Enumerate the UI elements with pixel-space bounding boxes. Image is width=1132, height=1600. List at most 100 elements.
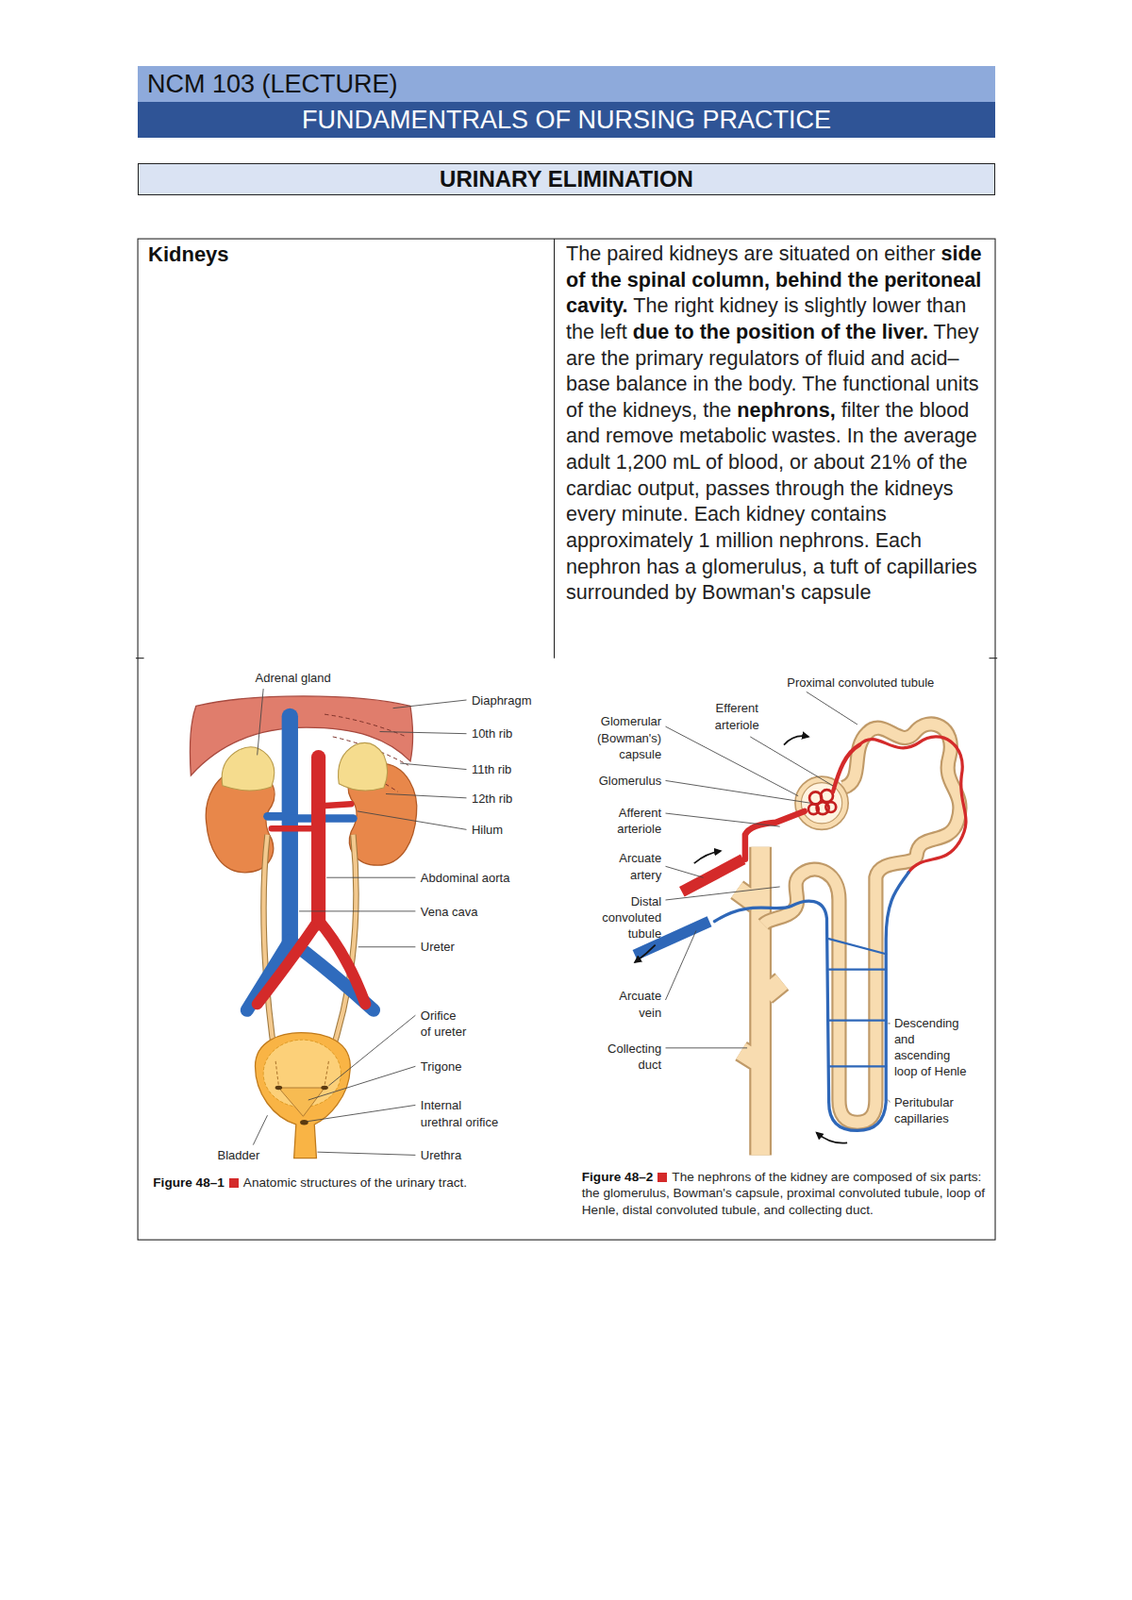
- text-run: has: [646, 554, 680, 579]
- text-run: [702, 346, 709, 370]
- part-label: Abdominal aorta: [420, 869, 533, 886]
- blood-vessel: [859, 736, 966, 873]
- text-run: a: [684, 554, 697, 579]
- text-run: side: [940, 241, 982, 266]
- text-run: about: [813, 449, 865, 474]
- leader-line: [307, 1104, 417, 1121]
- bowman-capsule: [795, 776, 849, 830]
- text-run: kidneys: [668, 241, 738, 266]
- glomerulus: [808, 803, 819, 815]
- text-run: [697, 398, 703, 422]
- text-run: [731, 398, 737, 422]
- text-run: 21%: [869, 449, 911, 474]
- text-run: average: [903, 423, 978, 448]
- heading-text: Kidneys: [148, 241, 545, 268]
- text-run: capillaries: [886, 554, 978, 579]
- text-run: [799, 346, 805, 370]
- text-run: [934, 241, 941, 266]
- caption-text: Anatomic structures of the urinary tract…: [243, 1175, 467, 1190]
- part-label: Descending and ascending loop of Henle: [894, 1015, 972, 1081]
- leader-line: [399, 763, 467, 769]
- part-label: Adrenal gland: [255, 669, 368, 686]
- text-run: body.: [748, 371, 797, 396]
- text-run: the: [849, 476, 879, 500]
- leader-line: [665, 780, 812, 803]
- flow-arrow: [816, 1132, 848, 1144]
- text-run: mL: [672, 449, 700, 474]
- text-run: wastes.: [771, 423, 841, 448]
- text-run: in: [692, 371, 709, 396]
- figure-caption: Figure 48–2The nephrons of the kidney ar…: [582, 1168, 986, 1219]
- leader-line: [328, 1015, 416, 1086]
- leader-line: [665, 726, 800, 797]
- flow-arrow: [634, 945, 656, 963]
- text-run: to: [674, 319, 694, 344]
- text-run: [795, 580, 801, 604]
- text-run: left: [599, 319, 628, 344]
- text-run: passes: [705, 476, 770, 500]
- text-run: [730, 319, 736, 344]
- table-frame: [553, 238, 555, 659]
- text-run: Each: [694, 501, 741, 526]
- part-label: Distal convoluted tubule: [587, 893, 662, 943]
- part-label: Afferent arteriole: [589, 804, 662, 838]
- table-frame: [137, 238, 996, 1240]
- text-run: [879, 398, 885, 422]
- text-run: [930, 371, 936, 396]
- table-frame: [135, 657, 145, 659]
- leader-line: [308, 1065, 417, 1100]
- leader-line: [665, 691, 891, 1102]
- part-label: 10th rib: [471, 725, 544, 742]
- text-run: or: [789, 449, 808, 474]
- text-run: [904, 346, 911, 370]
- text-run: [629, 346, 635, 370]
- text-run: [836, 371, 843, 396]
- bladder: [255, 1032, 351, 1159]
- heading-text: FUNDAMENTRALS OF NURSING PRACTICE: [137, 101, 996, 138]
- text-run: Bowman's: [701, 580, 796, 604]
- text-run: situated: [779, 241, 851, 266]
- text-run: the: [714, 371, 743, 396]
- text-run: due: [632, 319, 669, 344]
- text-run: [841, 423, 848, 448]
- text-run: [920, 293, 927, 317]
- header-band: NCM 103 (LECTURE): [137, 66, 996, 102]
- text-run: [869, 528, 876, 552]
- text-run: spinal: [627, 267, 686, 292]
- part-label: Proximal convoluted tubule: [786, 674, 976, 691]
- caption-marker: [657, 1172, 667, 1182]
- text-run: the: [869, 423, 899, 448]
- bowman-capsule: [800, 782, 842, 824]
- text-run: [692, 528, 699, 552]
- bowman-capsule: [795, 776, 849, 830]
- part-label: Glomerular (Bowman's) capsule: [583, 713, 662, 763]
- abdominal-aorta: [257, 920, 319, 1005]
- text-run: nephrons.: [779, 528, 870, 552]
- table-frame: [989, 657, 999, 659]
- part-label: Ureter: [420, 938, 503, 955]
- rib-line: [324, 714, 407, 737]
- leader-line: [380, 732, 467, 734]
- flow-arrow: [783, 735, 809, 745]
- text-run: cardiac: [566, 476, 633, 500]
- text-run: [807, 449, 814, 474]
- text-run: [778, 293, 784, 317]
- leader-line: [806, 691, 858, 725]
- text-run: kidneys,: [622, 398, 698, 422]
- text-run: [708, 371, 715, 396]
- text-run: the: [884, 398, 914, 422]
- blood-vessel: [829, 938, 887, 1066]
- text-run: the: [590, 267, 621, 292]
- leader-line: [887, 1022, 890, 1024]
- text-run: and: [566, 423, 600, 448]
- text-run: regulators: [708, 346, 800, 370]
- ureter: [263, 834, 276, 1062]
- text-run: [632, 476, 638, 500]
- leader-line: [665, 1047, 749, 1049]
- figure-number: Figure 48–2: [582, 1169, 654, 1184]
- collecting-duct: [736, 847, 783, 1156]
- text-run: [666, 449, 673, 474]
- text-run: [821, 346, 828, 370]
- adrenal-gland: [338, 742, 388, 791]
